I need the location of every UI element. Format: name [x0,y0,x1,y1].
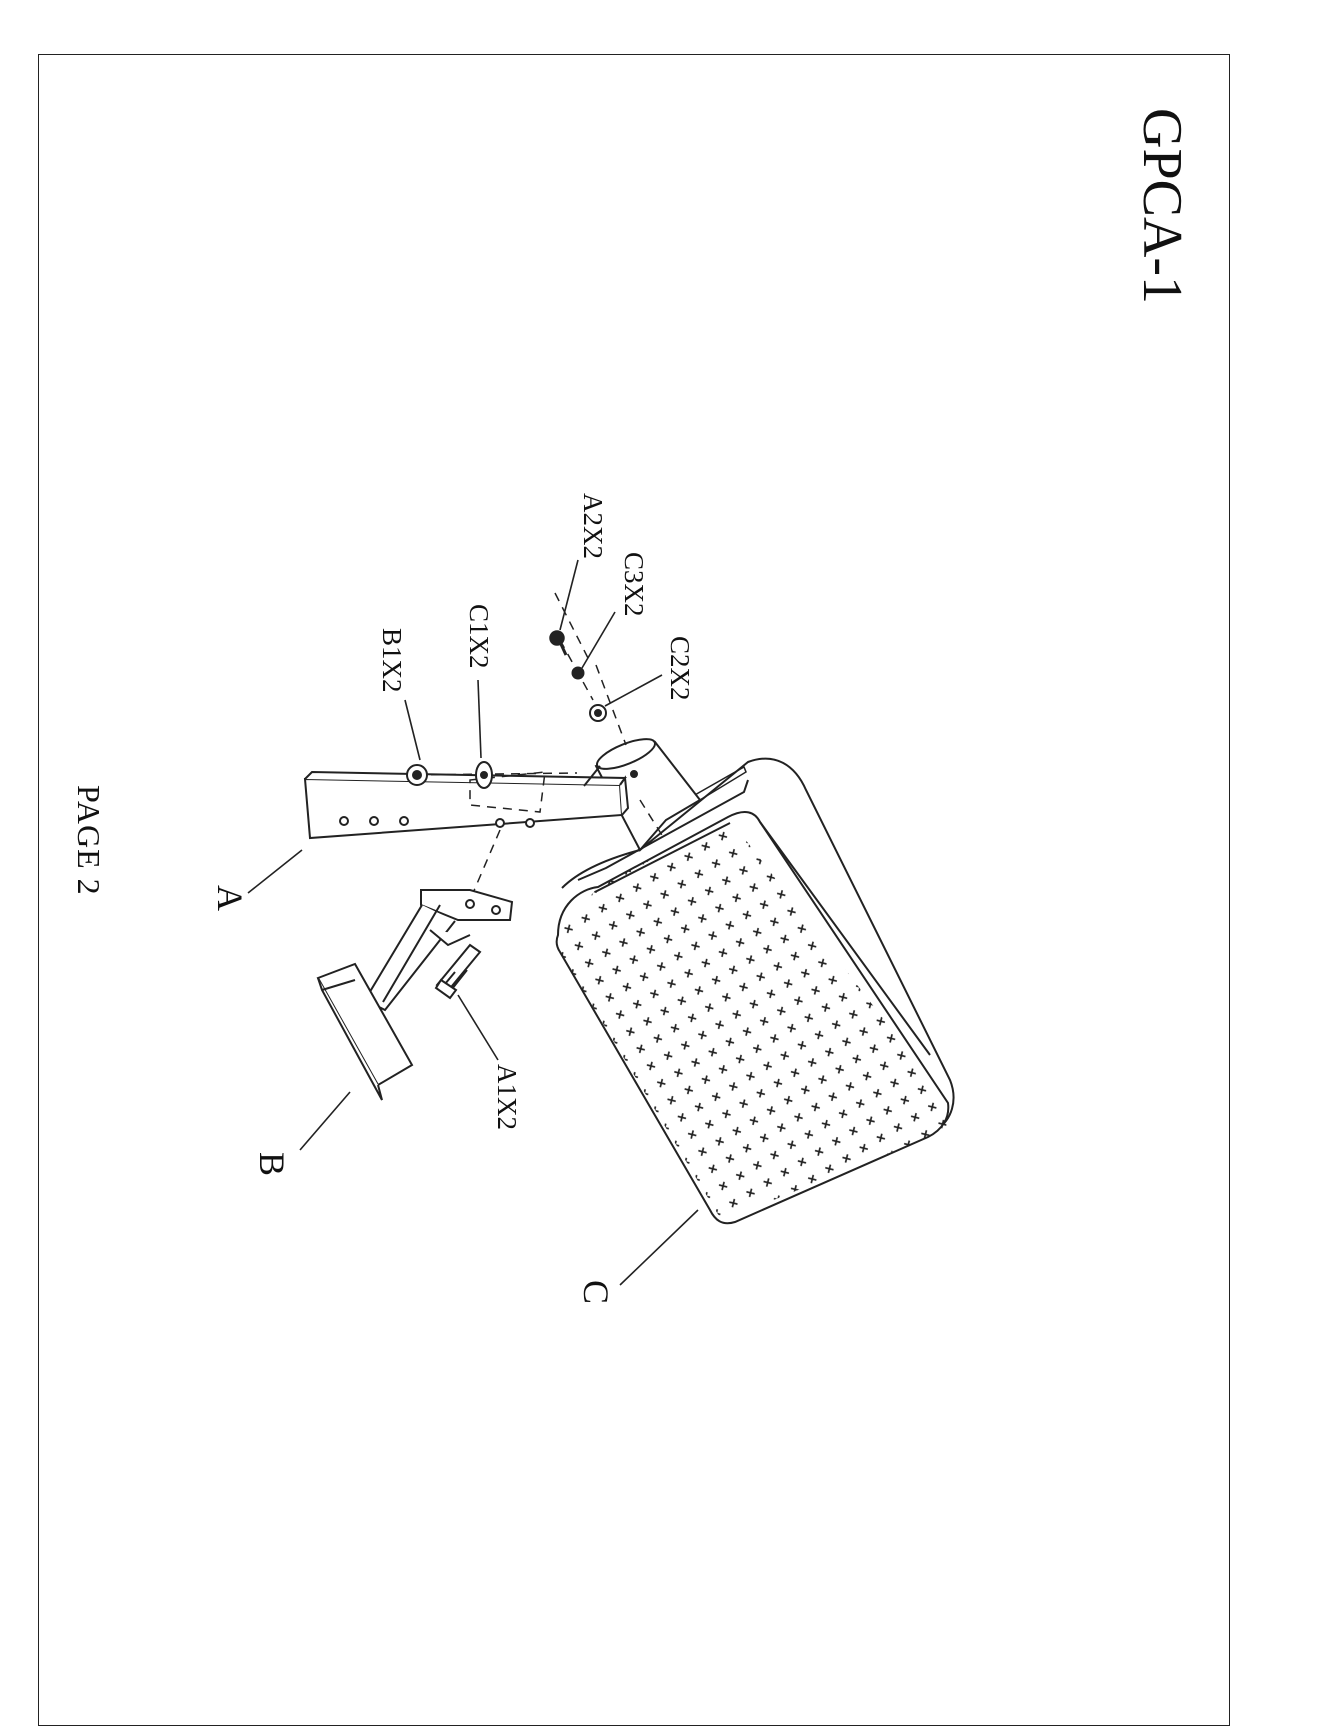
washer-c2 [590,705,606,721]
label-part-c: C [578,1280,614,1304]
washer-c3 [572,667,584,679]
washer-c1 [476,762,492,788]
part-b-bracket [318,890,512,1100]
bolt-a2 [550,631,566,655]
label-a1x2: A1X2 [493,1064,520,1130]
label-c2x2: C2X2 [666,636,693,701]
label-a2x2: A2X2 [579,493,606,559]
nut-b1 [407,765,427,785]
label-b1x2: B1X2 [378,628,405,693]
label-c3x2: C3X2 [620,552,647,617]
bolt-a1 [436,945,480,998]
label-c1x2: C1X2 [465,604,492,669]
label-part-b: B [254,1152,290,1176]
part-a-tube [305,766,628,838]
label-part-a: A [212,885,248,911]
part-c-pad [540,759,970,1240]
